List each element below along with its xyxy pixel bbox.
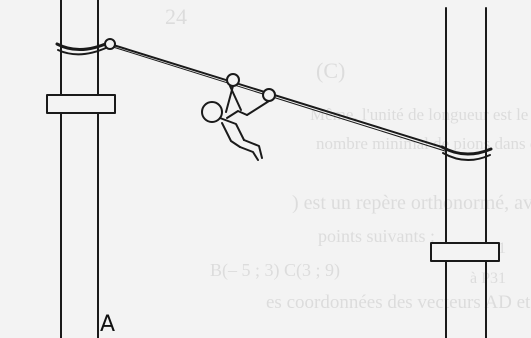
left-anchor-ring	[104, 38, 116, 50]
pulley	[262, 88, 276, 102]
left-pole	[46, 0, 116, 338]
pulley	[226, 73, 240, 87]
figure-caption: A	[100, 312, 116, 337]
rider-head	[201, 101, 223, 123]
zipline-cable	[104, 38, 446, 152]
zipline-rider	[201, 73, 276, 161]
right-pole	[430, 7, 500, 338]
